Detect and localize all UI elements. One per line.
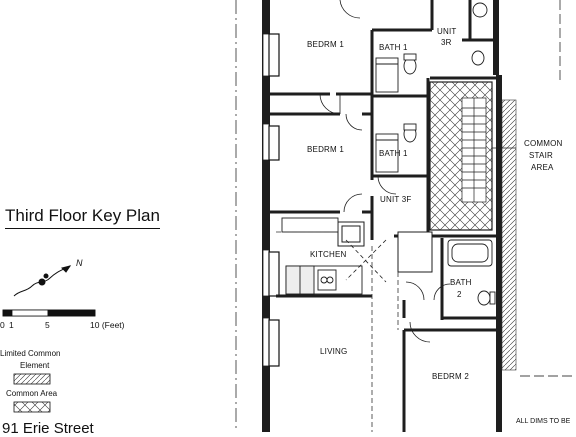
stair-label-line3: AREA	[531, 163, 554, 172]
room-bedroom-1-top: BEDRM 1	[307, 40, 344, 49]
stair-label-line2: STAIR	[529, 151, 553, 160]
kitchen-counters	[281, 217, 363, 295]
legend-swatch-limited-common	[13, 373, 51, 385]
scale-tick-0: 0	[0, 320, 5, 330]
legend-limited-common-line1: Limited Common	[0, 349, 61, 358]
limited-common-strip	[501, 99, 517, 371]
legend-common-area: Common Area	[6, 389, 58, 398]
interior-walls	[270, 0, 500, 432]
room-bedroom-2: BEDRM 2	[432, 372, 469, 381]
room-unit-3f: UNIT 3F	[380, 195, 412, 204]
scale-tick-5: 5	[45, 320, 50, 330]
scale-bar	[2, 309, 96, 317]
stair-label-line1: COMMON	[524, 139, 563, 148]
room-bath-2-line2: 2	[457, 290, 462, 299]
north-arrow-icon	[13, 265, 72, 297]
room-bedroom-1-mid: BEDRM 1	[307, 145, 344, 154]
legend-swatch-common-area	[13, 401, 51, 413]
scale-tick-1: 1	[9, 320, 14, 330]
room-unit-3r-line1: UNIT	[437, 27, 457, 36]
dims-note: ALL DIMS TO BE	[516, 418, 571, 425]
door-swings	[319, 0, 451, 343]
room-living: LIVING	[320, 347, 348, 356]
plan-title: Third Floor Key Plan	[5, 206, 160, 229]
room-bath-2-line1: BATH	[450, 278, 472, 287]
room-kitchen: KITCHEN	[310, 250, 347, 259]
legend-limited-common-line2: Element	[20, 361, 50, 370]
room-unit-3r-line2: 3R	[441, 38, 452, 47]
room-bath-1-mid: BATH 1	[379, 149, 408, 158]
north-label: N	[76, 258, 83, 268]
exterior-walls	[262, 0, 502, 432]
scale-tick-10: 10 (Feet)	[90, 320, 125, 330]
street-address-fragment: 91 Erie Street	[2, 420, 94, 437]
common-stair-area	[429, 81, 516, 231]
room-bath-1-top: BATH 1	[379, 43, 408, 52]
